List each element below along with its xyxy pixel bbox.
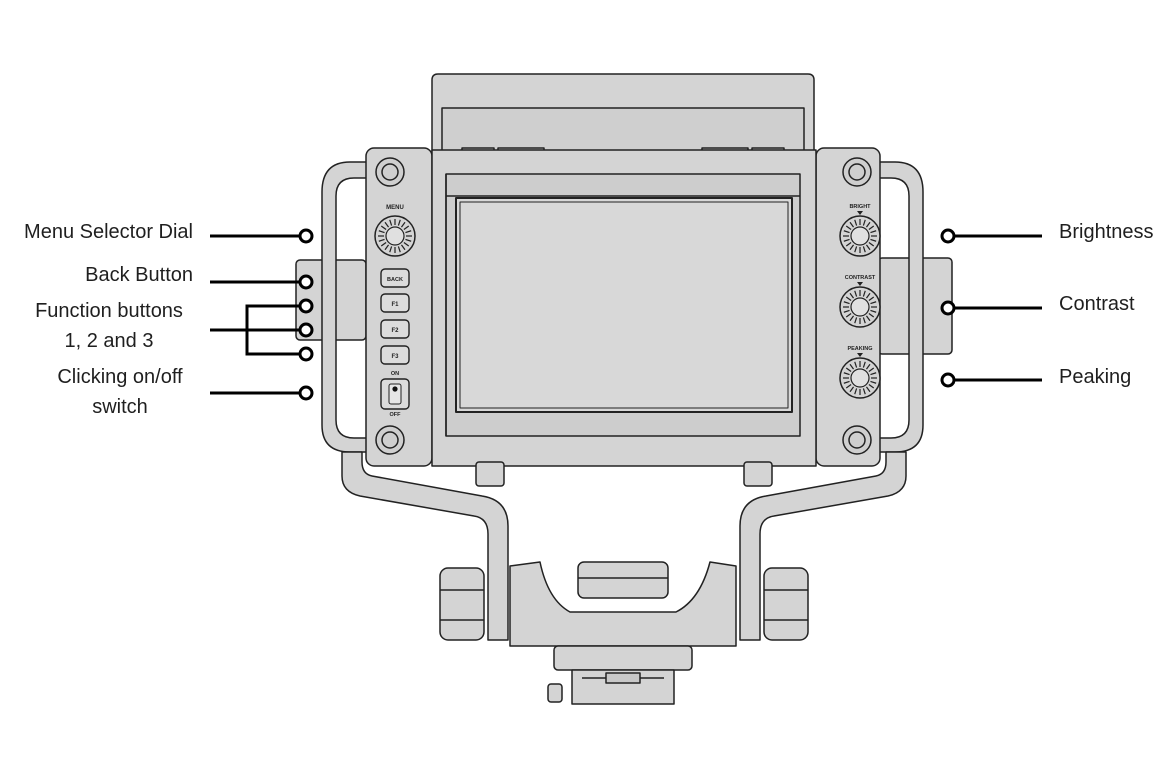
menu-dial-label: MENU xyxy=(386,205,404,211)
peaking-dial-label: PEAKING xyxy=(847,346,872,352)
onoff-switch-label-line1: Clicking on/off xyxy=(57,366,183,388)
f3-button-text: F3 xyxy=(391,354,399,360)
top-mount-knob xyxy=(577,561,669,599)
onoff-switch-label: Clicking on/off switch xyxy=(20,362,220,422)
mount-shoe xyxy=(553,645,693,671)
leader-brightness xyxy=(940,228,1042,244)
brightness-label: Brightness xyxy=(1059,221,1154,243)
onoff-switch[interactable] xyxy=(380,378,410,410)
function-buttons-label: Function buttons 1, 2 and 3 xyxy=(10,296,208,356)
leader-back-button xyxy=(210,274,314,290)
clamp-knob-right xyxy=(763,567,809,641)
contrast-dial[interactable] xyxy=(839,286,881,328)
peaking-dial[interactable] xyxy=(839,357,881,399)
f2-button[interactable] xyxy=(380,319,410,339)
brightness-dial[interactable] xyxy=(839,215,881,257)
clamp-knob-left xyxy=(439,567,485,641)
lcd-screen xyxy=(455,197,793,413)
leader-peaking xyxy=(940,372,1042,388)
menu-selector-dial-label: Menu Selector Dial xyxy=(24,221,193,243)
function-buttons-label-line1: Function buttons xyxy=(35,300,183,322)
f2-button-text: F2 xyxy=(391,328,399,334)
menu-dial[interactable] xyxy=(374,215,416,257)
back-button[interactable] xyxy=(380,268,410,288)
leader-contrast xyxy=(940,300,1042,316)
f1-button[interactable] xyxy=(380,293,410,313)
back-button-text: BACK xyxy=(387,277,403,283)
function-buttons-label-line2: 1, 2 and 3 xyxy=(64,330,154,352)
back-button-label: Back Button xyxy=(85,264,193,286)
contrast-dial-label: CONTRAST xyxy=(845,275,876,281)
contrast-label: Contrast xyxy=(1059,293,1135,315)
mount-cradle xyxy=(509,561,737,647)
onoff-switch-label-line2: switch xyxy=(92,396,148,418)
yoke-arm-left xyxy=(341,451,509,641)
leader-menu-dial xyxy=(210,228,314,244)
yoke-arm-right xyxy=(739,451,907,641)
f1-button-text: F1 xyxy=(391,302,399,308)
bright-dial-label: BRIGHT xyxy=(849,204,871,210)
leader-onoff-switch xyxy=(210,385,314,401)
leader-function-buttons xyxy=(210,298,314,362)
peaking-label: Peaking xyxy=(1059,366,1132,388)
on-label: ON xyxy=(391,371,399,377)
f3-button[interactable] xyxy=(380,345,410,365)
off-label: OFF xyxy=(390,412,402,418)
